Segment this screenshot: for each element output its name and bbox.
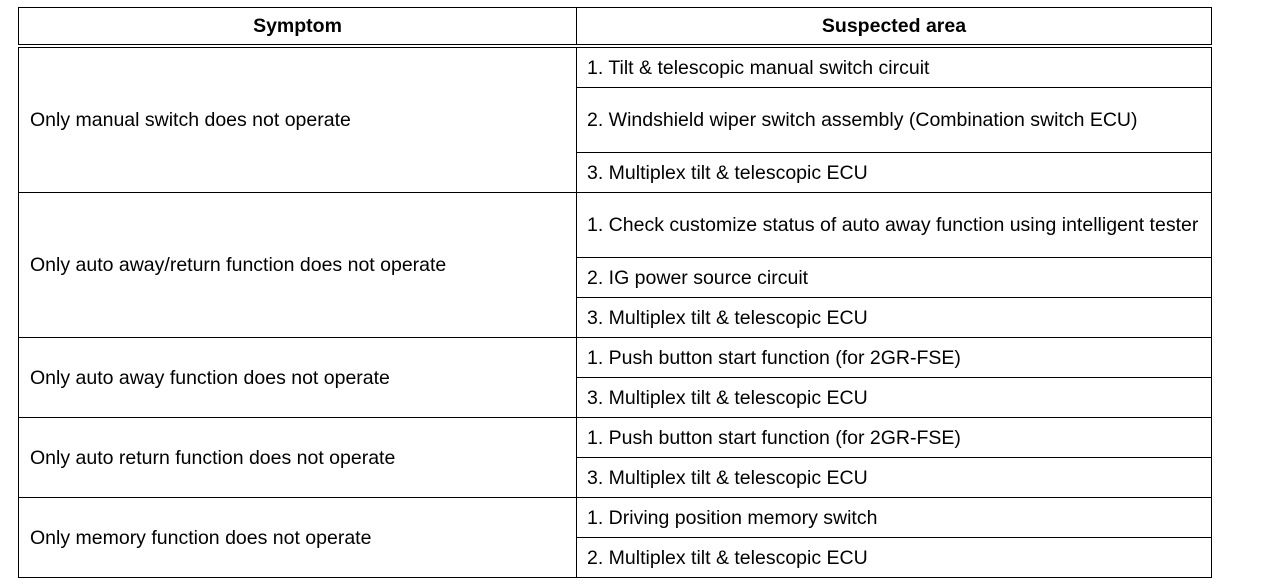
table-row: Only auto away/return function does not …: [18, 192, 1212, 338]
symptom-cell: Only auto return function does not opera…: [18, 417, 577, 498]
header-row: Symptom Suspected area: [18, 7, 1212, 48]
problem-symptoms-table: Symptom Suspected area Only manual switc…: [18, 7, 1212, 578]
symptom-cell: Only memory function does not operate: [18, 497, 577, 578]
suspected-area-cell: 1. Check customize status of auto away f…: [576, 192, 1212, 258]
table-row: 3. Multiplex tilt & telescopic ECU: [19, 297, 1212, 338]
table-row: 3. Multiplex tilt & telescopic ECU: [19, 152, 1212, 193]
suspected-area-cell: 2. Multiplex tilt & telescopic ECU: [576, 537, 1212, 578]
suspected-area-cell: 1. Driving position memory switch: [576, 497, 1212, 538]
table-row: 2. Windshield wiper switch assembly (Com…: [19, 87, 1212, 153]
suspected-area-cell: 3. Multiplex tilt & telescopic ECU: [576, 297, 1212, 338]
suspected-area-cell: 1. Push button start function (for 2GR-F…: [576, 337, 1212, 378]
table-row: Only memory function does not operate 1.…: [18, 497, 1212, 578]
table-row: Only manual switch does not operate 1. T…: [18, 45, 1212, 193]
table-row: Only auto away function does not operate…: [18, 337, 1212, 418]
suspected-area-cell: 3. Multiplex tilt & telescopic ECU: [576, 457, 1212, 498]
table-row: 2. Multiplex tilt & telescopic ECU: [19, 537, 1212, 578]
table-row: Only auto return function does not opera…: [18, 417, 1212, 498]
suspected-area-header: Suspected area: [576, 7, 1212, 48]
suspected-area-cell: 2. IG power source circuit: [576, 257, 1212, 298]
suspected-area-cell: 3. Multiplex tilt & telescopic ECU: [576, 152, 1212, 193]
suspected-area-cell: 2. Windshield wiper switch assembly (Com…: [576, 87, 1212, 153]
suspected-area-cell: 1. Tilt & telescopic manual switch circu…: [576, 45, 1212, 88]
symptom-cell: Only auto away/return function does not …: [18, 192, 577, 338]
symptom-header: Symptom: [18, 7, 577, 48]
suspected-area-cell: 1. Push button start function (for 2GR-F…: [576, 417, 1212, 458]
symptom-cell: Only manual switch does not operate: [18, 45, 577, 193]
symptom-cell: Only auto away function does not operate: [18, 337, 577, 418]
suspected-area-cell: 3. Multiplex tilt & telescopic ECU: [576, 377, 1212, 418]
table-row: 3. Multiplex tilt & telescopic ECU: [19, 457, 1212, 498]
table-row: 3. Multiplex tilt & telescopic ECU: [19, 377, 1212, 418]
